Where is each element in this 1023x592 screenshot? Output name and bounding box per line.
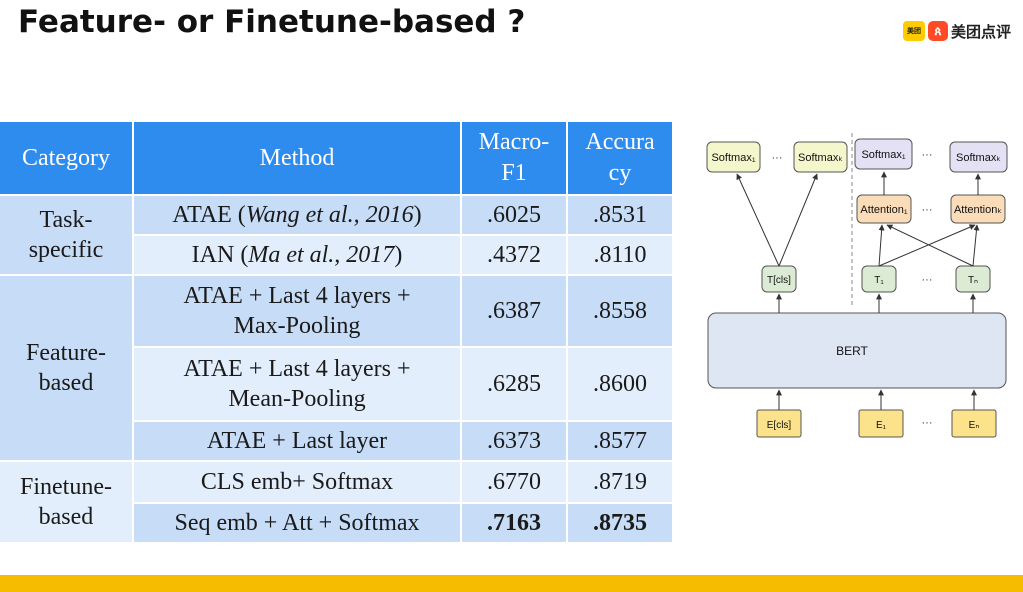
method-text: ATAE ( <box>172 202 246 228</box>
ellipsis: ··· <box>772 152 783 164</box>
bert-block <box>707 312 1007 389</box>
embedding-label: E[cls] <box>767 420 792 431</box>
method-cell: ATAE + Last 4 layers + Max-Pooling <box>134 274 460 346</box>
attention-label: Attention₁ <box>860 204 907 216</box>
softmax-label: Softmaxₖ <box>798 152 843 164</box>
meituan-dianping-logo: 美团 ጰ 美团点评 <box>903 20 1011 42</box>
softmax-node <box>949 141 1008 173</box>
footer-accent-bar <box>0 575 1023 592</box>
accuracy-cell: .8577 <box>568 420 672 460</box>
header-macro-f1: Macro- F1 <box>462 122 566 194</box>
header-category: Category <box>0 122 132 194</box>
ellipsis: ··· <box>922 204 933 216</box>
macro-f1-cell: .6387 <box>462 274 566 346</box>
category-finetune-based: Finetune- based <box>0 460 132 542</box>
embedding-label: Eₙ <box>969 420 980 431</box>
macro-f1-cell: .6770 <box>462 460 566 502</box>
arrow <box>972 224 980 267</box>
softmax-label: Softmax₁ <box>711 152 755 164</box>
method-text: IAN ( <box>191 242 249 268</box>
method-citation: Ma et al., 2017 <box>248 242 395 268</box>
meituan-logo-icon: 美团 <box>903 21 925 41</box>
dianping-logo-icon: ጰ <box>928 21 948 41</box>
ellipsis: ··· <box>922 417 933 429</box>
method-cell: ATAE + Last 4 layers + Mean-Pooling <box>134 346 460 420</box>
softmax-label: Softmax₁ <box>861 149 905 161</box>
macro-f1-cell-best: .7163 <box>462 502 566 542</box>
method-cell: CLS emb+ Softmax <box>134 460 460 502</box>
header-method: Method <box>134 122 460 194</box>
accuracy-cell-best: .8735 <box>568 502 672 542</box>
attention-label: Attentionₖ <box>954 204 1002 216</box>
arrow <box>878 224 885 267</box>
arrow <box>886 224 974 267</box>
accuracy-cell: .8531 <box>568 194 672 234</box>
slide-title: Feature- or Finetune-based ? <box>18 4 526 40</box>
macro-f1-cell: .6025 <box>462 194 566 234</box>
softmax-node <box>793 141 848 173</box>
category-task-specific: Task- specific <box>0 194 132 274</box>
method-text-end: ) <box>394 242 403 268</box>
ellipsis: ··· <box>922 149 933 161</box>
ellipsis: ··· <box>922 274 933 286</box>
method-text-end: ) <box>413 202 422 228</box>
arrow <box>878 224 976 267</box>
token-output-label: Tₙ <box>968 275 978 286</box>
logo-text: 美团点评 <box>951 22 1012 41</box>
accuracy-cell: .8110 <box>568 234 672 274</box>
method-citation: Wang et al., 2016 <box>245 202 414 228</box>
results-table: Category Method Macro- F1 Accura cy Task… <box>0 122 672 542</box>
token-output-label: T₁ <box>874 275 884 286</box>
bert-architecture-diagram: Softmax₁ ··· Softmaxₖ Softmax₁ ··· Softm… <box>706 133 1008 438</box>
accuracy-cell: .8558 <box>568 274 672 346</box>
macro-f1-cell: .6285 <box>462 346 566 420</box>
softmax-label: Softmaxₖ <box>956 152 1001 164</box>
method-cell: IAN (Ma et al., 2017) <box>134 234 460 274</box>
bert-label: BERT <box>836 344 868 358</box>
method-cell: ATAE (Wang et al., 2016) <box>134 194 460 234</box>
method-cell: Seq emb + Att + Softmax <box>134 502 460 542</box>
token-output-label: T[cls] <box>767 275 791 286</box>
method-cell: ATAE + Last layer <box>134 420 460 460</box>
arrow <box>778 173 818 267</box>
macro-f1-cell: .4372 <box>462 234 566 274</box>
category-feature-based: Feature- based <box>0 274 132 460</box>
softmax-node <box>854 138 913 170</box>
embedding-label: E₁ <box>876 420 887 431</box>
accuracy-cell: .8600 <box>568 346 672 420</box>
accuracy-cell: .8719 <box>568 460 672 502</box>
header-accuracy: Accura cy <box>568 122 672 194</box>
arrow <box>736 173 780 267</box>
softmax-node <box>706 141 761 173</box>
macro-f1-cell: .6373 <box>462 420 566 460</box>
